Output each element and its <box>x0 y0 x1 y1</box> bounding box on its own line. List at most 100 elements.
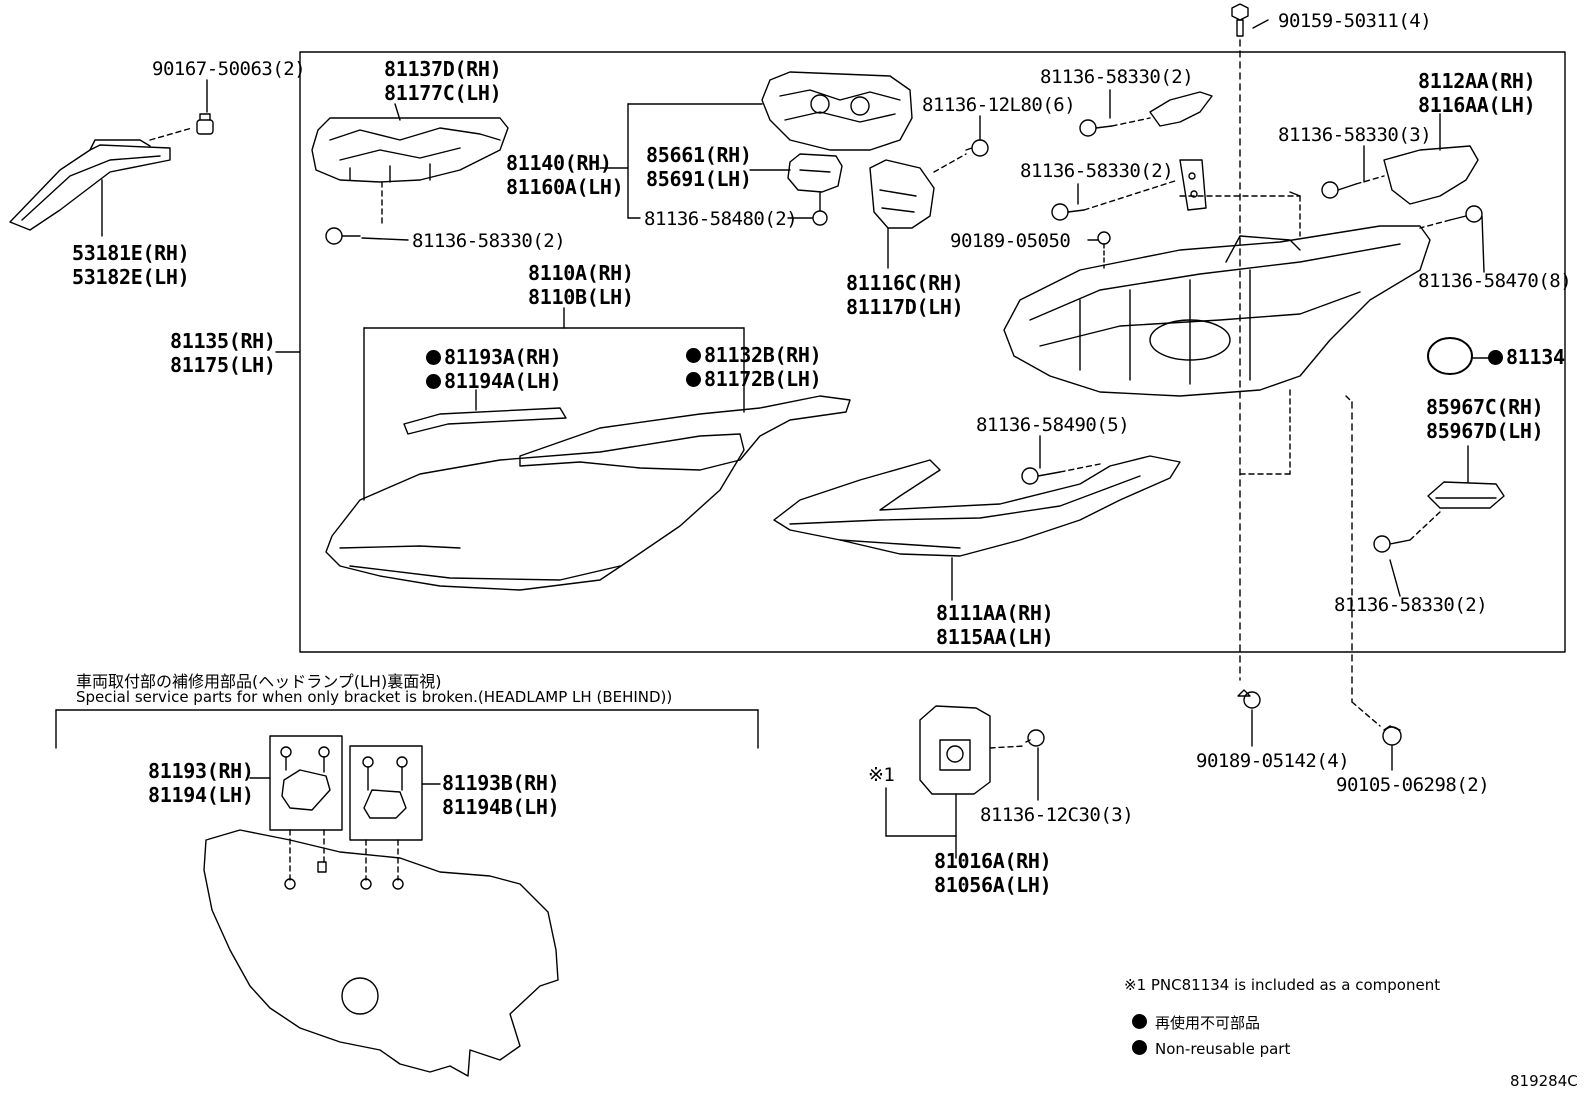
label-screw-58330-c: 81136-58330(2) <box>1020 160 1174 182</box>
label-screw-58330-d: 81136-58330(3) <box>1278 124 1432 146</box>
label-screw-58330-a: 81136-58330(2) <box>412 230 566 252</box>
clip-05142-icon <box>1237 689 1261 709</box>
headlamp-lens-icon <box>325 433 745 591</box>
label-screw-58470: 81136-58470(8) <box>1418 270 1572 292</box>
packing-seal-icon <box>519 395 851 471</box>
legend-jp-text: 再使用不可部品 <box>1155 1014 1261 1032</box>
label-assy-lh: 81175(LH) <box>170 353 276 377</box>
label-ballast-rh: 81016A(RH) <box>934 849 1052 873</box>
label-lens-lh: 8110B(LH) <box>528 285 634 309</box>
deco-garnish-icon <box>773 455 1181 557</box>
label-packing-rh: 81132B(RH) <box>686 343 822 367</box>
non-reusable-dot-icon <box>426 350 441 365</box>
label-screw-58330-b: 81136-58330(2) <box>1040 66 1194 88</box>
label-housing-rh: 8112AA(RH) <box>1418 69 1536 93</box>
special-service-title-en: Special service parts for when only brac… <box>76 688 673 706</box>
label-cover-rh: 53181E(RH) <box>72 241 190 265</box>
bolt-90159-icon <box>1231 3 1249 37</box>
bolt-06298-icon <box>1382 725 1402 746</box>
label-ext-lh: 81177C(LH) <box>384 81 502 105</box>
label-unit-rh: 81140(RH) <box>506 151 612 175</box>
label-gasket: 81134 <box>1488 346 1565 369</box>
label-brk2-rh: 81193B(RH) <box>442 771 560 795</box>
extension-sub-assy-icon <box>311 117 509 183</box>
label-clip-05050: 90189-05050 <box>950 230 1071 252</box>
special-service-title-jp: 車両取付部の補修用部品(ヘッドランプ(LH)裏面視) <box>76 672 442 691</box>
label-housing-lh: 8116AA(LH) <box>1418 93 1536 117</box>
bolt-90167-icon <box>196 113 214 135</box>
legend-en-text: Non-reusable part <box>1155 1040 1291 1058</box>
label-screw-58490: 81136-58490(5) <box>976 414 1130 436</box>
label-deco-lh: 8115AA(LH) <box>936 625 1054 649</box>
diagram-id: 819284C <box>1510 1072 1578 1090</box>
label-seal-rh: 81193A(RH) <box>426 345 562 369</box>
label-deco-rh: 8111AA(RH) <box>936 601 1054 625</box>
non-reusable-dot-icon <box>1488 350 1503 365</box>
screw-58480-icon <box>812 191 828 226</box>
label-packing-lh: 81172B(LH) <box>686 367 822 391</box>
service-bracket-b-icon <box>362 756 408 819</box>
upper-bracket-icon <box>1149 91 1213 127</box>
label-screw-12L80: 81136-12L80(6) <box>922 94 1076 116</box>
label-screw-12C30: 81136-12C30(3) <box>980 804 1134 826</box>
label-brk2-lh: 81194B(LH) <box>442 795 560 819</box>
legend-non-reusable-en: Non-reusable part <box>1132 1040 1290 1058</box>
label-clip-05142: 90189-05142(4) <box>1196 750 1350 772</box>
screw-58470-icon <box>1449 205 1483 223</box>
component-note: ※1 PNC81134 is included as a component <box>1124 976 1441 994</box>
screw-58330-right-icon <box>1321 181 1357 199</box>
legend-non-reusable-jp: 再使用不可部品 <box>1132 1012 1260 1033</box>
lamp-ecu-icon <box>1427 481 1505 509</box>
label-socket-rh: 85661(RH) <box>646 143 752 167</box>
label-unit-lh: 81160A(LH) <box>506 175 624 199</box>
bracket-plate-icon <box>1179 159 1207 211</box>
screw-58330-mid-icon <box>1051 203 1085 221</box>
legend-dot-icon <box>1132 1040 1147 1055</box>
bracket-box-a <box>269 735 343 831</box>
label-assy-rh: 81135(RH) <box>170 329 276 353</box>
screw-12L80-icon <box>965 139 989 157</box>
label-socket-lh: 85691(LH) <box>646 167 752 191</box>
label-ecu-rh: 85967C(RH) <box>1426 395 1544 419</box>
label-bolt-06298: 90105-06298(2) <box>1336 774 1490 796</box>
service-bracket-a-icon <box>280 746 331 811</box>
ballast-computer-icon <box>919 705 991 795</box>
bulb-socket-icon <box>787 153 843 193</box>
air-guide-cover-icon <box>9 139 171 231</box>
headlamp-back-outline <box>203 829 559 1077</box>
label-screw-58330-e: 81136-58330(2) <box>1334 594 1488 616</box>
screw-12C30-icon <box>1025 729 1045 747</box>
label-seal-rh-text: 81193A(RH) <box>444 345 562 369</box>
label-gasket-text: 81134 <box>1506 345 1565 369</box>
non-reusable-dot-icon <box>426 374 441 389</box>
legend-dot-icon <box>1132 1014 1147 1029</box>
bracket-box-b <box>349 745 423 841</box>
label-bolt-90159: 90159-50311(4) <box>1278 10 1432 32</box>
label-bolt-90167: 90167-50063(2) <box>152 58 306 80</box>
label-packing-lh-text: 81172B(LH) <box>704 367 822 391</box>
label-brk1-lh: 81194(LH) <box>148 783 254 807</box>
seal-strip-icon <box>403 407 567 435</box>
housing-upper-bracket-icon <box>1383 145 1479 205</box>
non-reusable-dot-icon <box>686 372 701 387</box>
label-mark1: ※1 <box>868 764 895 786</box>
clip-05050-icon <box>1097 231 1111 269</box>
label-seal-lh-text: 81194A(LH) <box>444 369 562 393</box>
headlamp-housing-icon <box>1003 225 1431 397</box>
label-ext-rh: 81137D(RH) <box>384 57 502 81</box>
label-ballast-lh: 81056A(LH) <box>934 873 1052 897</box>
screw-58490-icon <box>1021 467 1061 485</box>
screw-58330-ecu-icon <box>1373 535 1411 553</box>
label-screw-58480: 81136-58480(2) <box>644 208 798 230</box>
headlamp-unit-icon <box>761 71 913 151</box>
non-reusable-dot-icon <box>686 348 701 363</box>
headlamp-bracket-icon <box>869 159 935 229</box>
label-bracket-lh: 81117D(LH) <box>846 295 964 319</box>
label-packing-rh-text: 81132B(RH) <box>704 343 822 367</box>
label-cover-lh: 53182E(LH) <box>72 265 190 289</box>
label-lens-rh: 8110A(RH) <box>528 261 634 285</box>
label-ecu-lh: 85967D(LH) <box>1426 419 1544 443</box>
label-brk1-rh: 81193(RH) <box>148 759 254 783</box>
label-bracket-rh: 81116C(RH) <box>846 271 964 295</box>
